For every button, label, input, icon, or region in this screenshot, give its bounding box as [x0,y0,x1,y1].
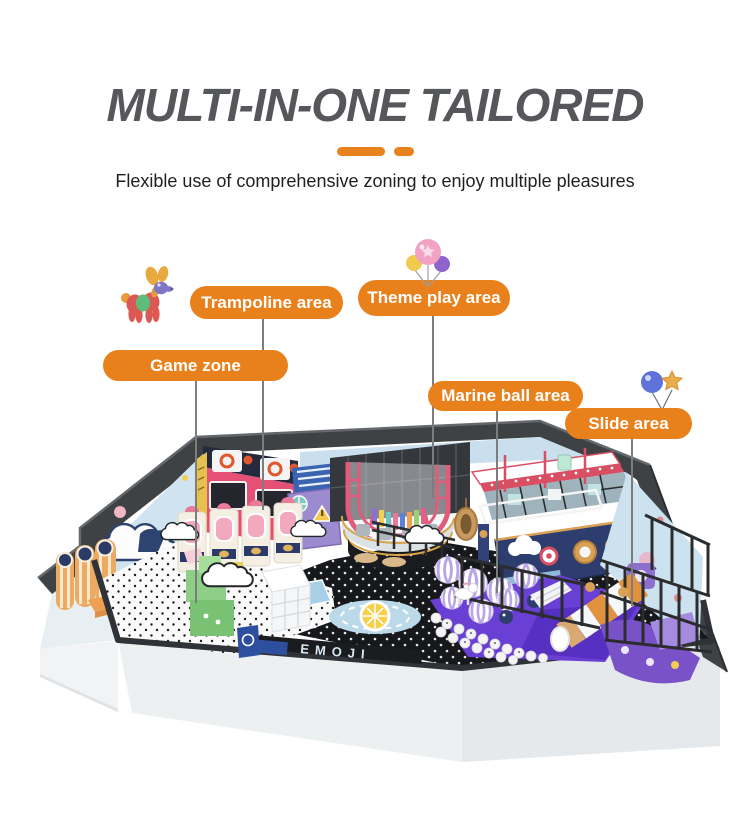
pony-figure [454,582,478,605]
page-title: MULTI-IN-ONE TAILORED [106,79,645,131]
page-subtitle: Flexible use of comprehensive zoning to … [115,171,635,191]
slide-structure [454,513,713,684]
cage-frame [454,513,713,654]
leader-line-marine-ball-area [496,408,498,593]
floor-text: EMOJI [300,641,372,662]
leader-line-slide-area [631,436,633,606]
floor-rim [91,559,715,671]
balloon-and-star-icon [641,370,684,409]
balloon-dog-icon [121,266,174,323]
label-game-zone: Game zone [103,350,288,381]
divider-dash-short [394,147,414,156]
lemon-rug [329,600,421,634]
swing-basket [454,498,489,562]
leader-line-game-zone [195,378,197,603]
basketball-hoop [212,450,253,472]
emoji-mat: EMOJI [245,634,422,664]
leader-line-trampoline-area [262,316,264,510]
balloon-cluster-icon [406,239,450,287]
label-trampoline-area: Trampoline area [190,286,343,319]
trampoline-structure [470,448,632,526]
target-mat [539,546,559,566]
pillar [478,524,489,562]
divider-dash-long [337,147,385,156]
cloud-decal [508,535,541,556]
label-marine-ball-area: Marine ball area [428,381,583,411]
label-theme-play-area: Theme play area [358,280,510,316]
plush-stripes [372,508,426,530]
blue-cabinet [237,625,260,658]
label-slide-area: Slide area [565,408,692,439]
shelf [261,564,311,633]
